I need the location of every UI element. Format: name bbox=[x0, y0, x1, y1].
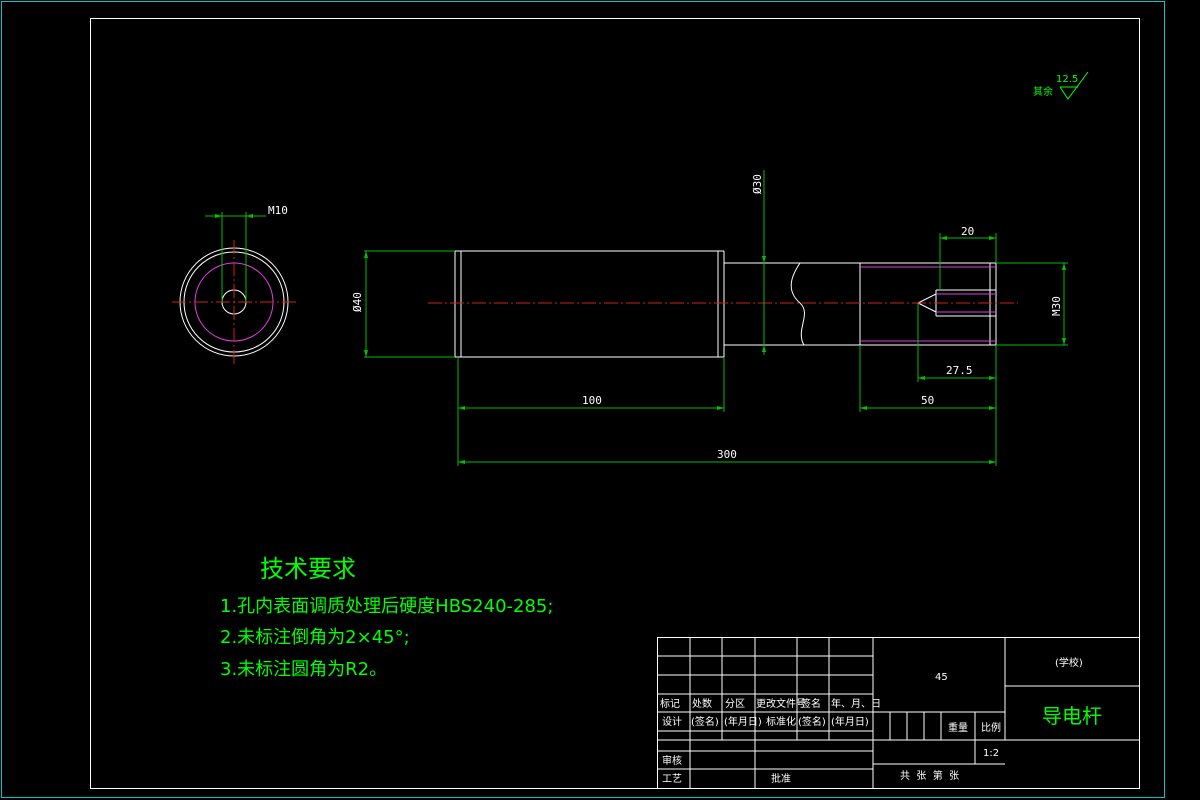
tb-material: 45 bbox=[935, 672, 948, 683]
tech-item-1: 1.孔内表面调质处理后硬度HBS240-285; bbox=[220, 596, 553, 617]
shaft-side-view bbox=[428, 250, 1018, 358]
tech-title: 技术要求 bbox=[260, 555, 356, 583]
title-block: 45 (学校) 导电杆 标记 处数 分区 更改文件号 签名 年、月、日 设计 (… bbox=[657, 637, 1140, 789]
tb-std-sign: (签名) bbox=[798, 715, 826, 728]
dim-d40: Ø40 bbox=[351, 292, 364, 312]
tb-h-mark: 标记 bbox=[660, 698, 680, 710]
end-view: M10 bbox=[172, 204, 296, 364]
dim-20: 20 bbox=[961, 225, 974, 238]
roughness-value: 12.5 bbox=[1056, 74, 1078, 85]
tb-std-date: (年月日) bbox=[831, 715, 869, 728]
tb-h-date: 年、月、日 bbox=[831, 697, 881, 710]
tech-item-2: 2.未标注倒角为2×45°; bbox=[220, 627, 410, 648]
shaft-dimensions: Ø40 Ø30 20 M30 27.5 100 50 300 bbox=[351, 170, 1068, 466]
dim-50: 50 bbox=[921, 394, 934, 407]
tech-requirements: 技术要求 1.孔内表面调质处理后硬度HBS240-285; 2.未标注倒角为2×… bbox=[220, 555, 553, 680]
roughness-label: 其余 bbox=[1033, 85, 1053, 98]
dim-300: 300 bbox=[717, 448, 737, 461]
drawing-border bbox=[90, 18, 1140, 789]
dim-100: 100 bbox=[582, 394, 602, 407]
tb-school: (学校) bbox=[1055, 656, 1083, 669]
tech-item-3: 3.未标注圆角为R2。 bbox=[220, 659, 387, 680]
tb-h-sign: 签名 bbox=[801, 697, 821, 710]
tb-part-name: 导电杆 bbox=[1042, 704, 1102, 728]
dim-m30: M30 bbox=[1050, 296, 1063, 316]
tb-process: 工艺 bbox=[662, 773, 682, 785]
tb-h-change: 更改文件号 bbox=[756, 697, 806, 710]
dim-d30: Ø30 bbox=[751, 174, 764, 194]
tb-review: 审核 bbox=[662, 754, 682, 767]
tb-design-date: (年月日) bbox=[724, 715, 762, 728]
dim-m10: M10 bbox=[268, 204, 288, 217]
tb-h-zone: 分区 bbox=[725, 698, 745, 710]
tb-standard: 标准化 bbox=[766, 715, 796, 728]
tb-scale: 比例 bbox=[981, 721, 1001, 734]
outer-frame bbox=[1, 1, 1165, 798]
dim-27-5: 27.5 bbox=[946, 364, 973, 377]
tb-sheets: 共 张 第 张 bbox=[900, 769, 959, 782]
tb-h-count: 处数 bbox=[692, 697, 712, 710]
roughness-symbol: 其余 12.5 bbox=[1033, 71, 1089, 100]
tb-design: 设计 bbox=[662, 715, 682, 728]
tb-weight: 重量 bbox=[948, 721, 968, 734]
tb-design-sign: (签名) bbox=[691, 715, 719, 728]
tb-scale-value: 1:2 bbox=[983, 748, 999, 759]
tb-approve: 批准 bbox=[771, 772, 791, 785]
